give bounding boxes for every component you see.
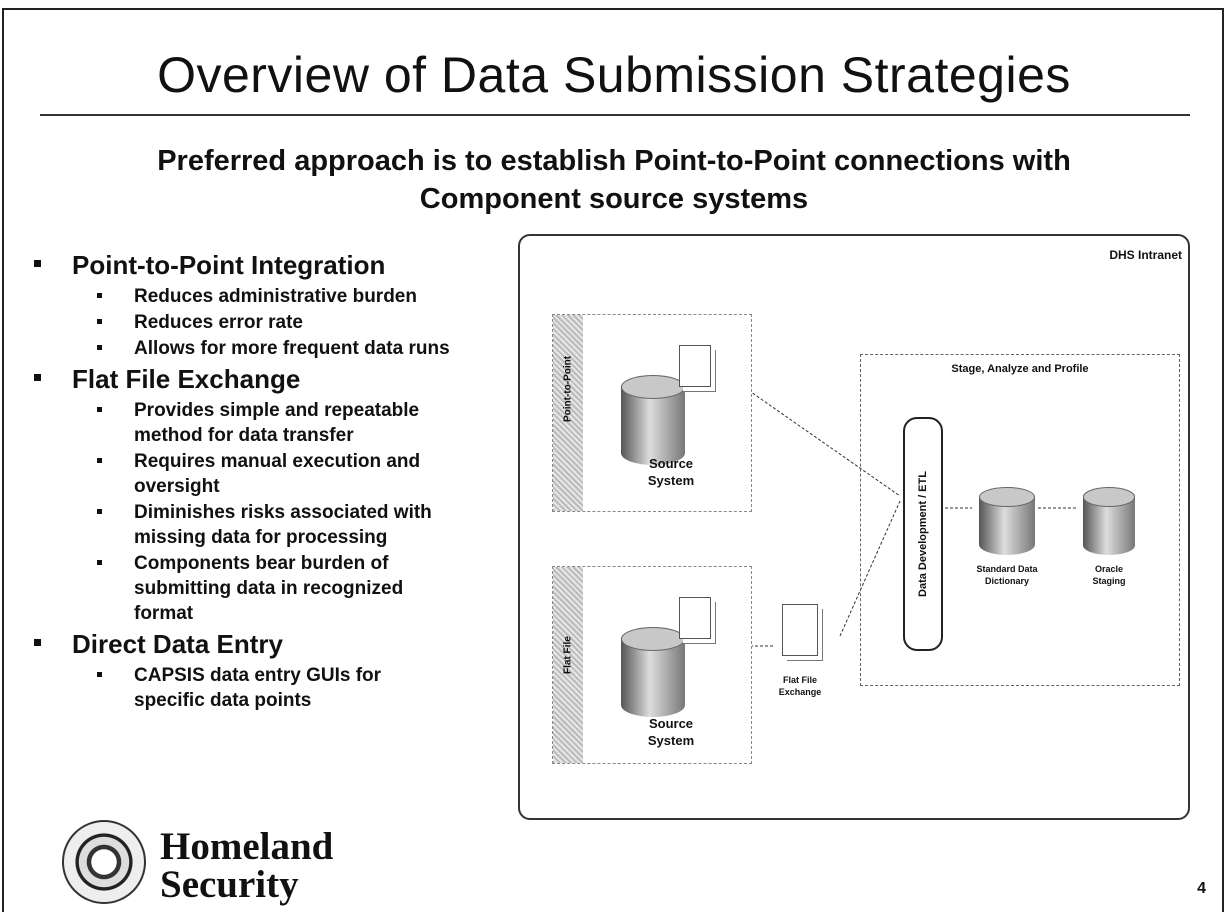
- bullet-marker: [34, 639, 41, 646]
- flat-file-strip-label: Flat File: [562, 636, 574, 674]
- sub-bullet-text: Reduces error rate: [134, 312, 303, 333]
- point-to-point-strip: Point-to-Point: [553, 315, 583, 511]
- source-database-icon: [621, 375, 685, 465]
- subtitle-line-1: Preferred approach is to establish Point…: [157, 145, 1071, 177]
- subtitle-line-2: Component source systems: [419, 183, 809, 215]
- stage-label: Stage, Analyze and Profile: [951, 363, 1089, 375]
- dhs-seal-logo: [62, 820, 146, 904]
- slide-title: Overview of Data Submission Strategies: [157, 47, 1071, 103]
- wordmark-line-2: Security: [160, 863, 299, 906]
- wordmark-line-1: Homeland: [160, 825, 334, 868]
- sub-bullet-text: CAPSIS data entry GUIs for specific data…: [134, 665, 382, 711]
- standard-data-dictionary-label: Standard Data Dictionary: [976, 564, 1038, 586]
- sub-bullet-marker: [97, 560, 102, 565]
- point-to-point-strip-label: Point-to-Point: [562, 355, 574, 422]
- bullet-label: Direct Data Entry: [72, 629, 283, 659]
- sub-bullet-marker: [97, 407, 102, 412]
- sub-bullet: CAPSIS data entry GUIs for specific data…: [34, 663, 434, 713]
- sub-bullet: Provides simple and repeatable method fo…: [34, 398, 434, 448]
- sub-bullet-text: Components bear burden of submitting dat…: [134, 553, 404, 624]
- homeland-security-wordmark: Homeland Security: [160, 825, 334, 906]
- source-database-icon: [621, 627, 685, 717]
- bullet-marker: [34, 374, 41, 381]
- bullet-flat-file: Flat File Exchange: [34, 362, 514, 396]
- standard-data-dictionary-icon: [979, 487, 1035, 555]
- flat-file-exchange-icon: [782, 604, 818, 656]
- oracle-staging-icon: [1083, 487, 1135, 555]
- sub-bullet-text: Allows for more frequent data runs: [134, 338, 450, 359]
- slide-frame: [2, 8, 1224, 912]
- sub-bullet-text: Requires manual execution and oversight: [134, 451, 421, 497]
- flat-file-exchange-label: Flat File Exchange: [778, 675, 822, 697]
- bullet-list: Point-to-Point Integration Reduces admin…: [34, 248, 514, 714]
- point-to-point-source-box: Point-to-Point Source System: [552, 314, 752, 512]
- source-system-label: Source System: [647, 456, 695, 488]
- sub-bullet: Requires manual execution and oversight: [34, 449, 434, 499]
- sub-bullet-marker: [97, 345, 102, 350]
- sub-bullet-text: Diminishes risks associated with missing…: [134, 502, 432, 548]
- document-stack-icon: [679, 345, 711, 387]
- bullet-label: Point-to-Point Integration: [72, 250, 386, 280]
- sub-bullet-marker: [97, 672, 102, 677]
- etl-label: Data Development / ETL: [917, 471, 929, 597]
- architecture-diagram: DHS Intranet Point-to-Point Source Syste…: [518, 234, 1190, 820]
- bullet-label: Flat File Exchange: [72, 364, 301, 394]
- dhs-intranet-label: DHS Intranet: [1109, 248, 1182, 262]
- etl-box: Data Development / ETL: [903, 417, 943, 651]
- sub-bullet-text: Reduces administrative burden: [134, 286, 417, 307]
- sub-bullet: Components bear burden of submitting dat…: [34, 551, 434, 626]
- database-top: [621, 375, 685, 399]
- bullet-point-to-point: Point-to-Point Integration: [34, 248, 514, 282]
- flat-file-source-box: Flat File Source System: [552, 566, 752, 764]
- sub-bullet: Allows for more frequent data runs: [34, 336, 514, 361]
- oracle-staging-label: Oracle Staging: [1092, 564, 1126, 586]
- database-top: [621, 627, 685, 651]
- sub-bullet: Reduces administrative burden: [34, 284, 514, 309]
- slide-subtitle: Preferred approach is to establish Point…: [0, 142, 1228, 218]
- sub-bullet-marker: [97, 293, 102, 298]
- sub-bullet-text: Provides simple and repeatable method fo…: [134, 400, 420, 446]
- sub-bullet-marker: [97, 458, 102, 463]
- sub-bullet: Diminishes risks associated with missing…: [34, 500, 434, 550]
- sub-bullet-marker: [97, 319, 102, 324]
- page-number: 4: [1197, 880, 1206, 897]
- bullet-marker: [34, 260, 41, 267]
- flat-file-strip: Flat File: [553, 567, 583, 763]
- stage-analyze-profile-box: Stage, Analyze and Profile Data Developm…: [860, 354, 1180, 686]
- sub-bullet-marker: [97, 509, 102, 514]
- document-stack-icon: [679, 597, 711, 639]
- database-top: [979, 487, 1035, 507]
- sub-bullet: Reduces error rate: [34, 310, 514, 335]
- source-system-label: Source System: [647, 716, 695, 748]
- title-divider: [40, 114, 1190, 116]
- database-top: [1083, 487, 1135, 507]
- bullet-direct-entry: Direct Data Entry: [34, 627, 514, 661]
